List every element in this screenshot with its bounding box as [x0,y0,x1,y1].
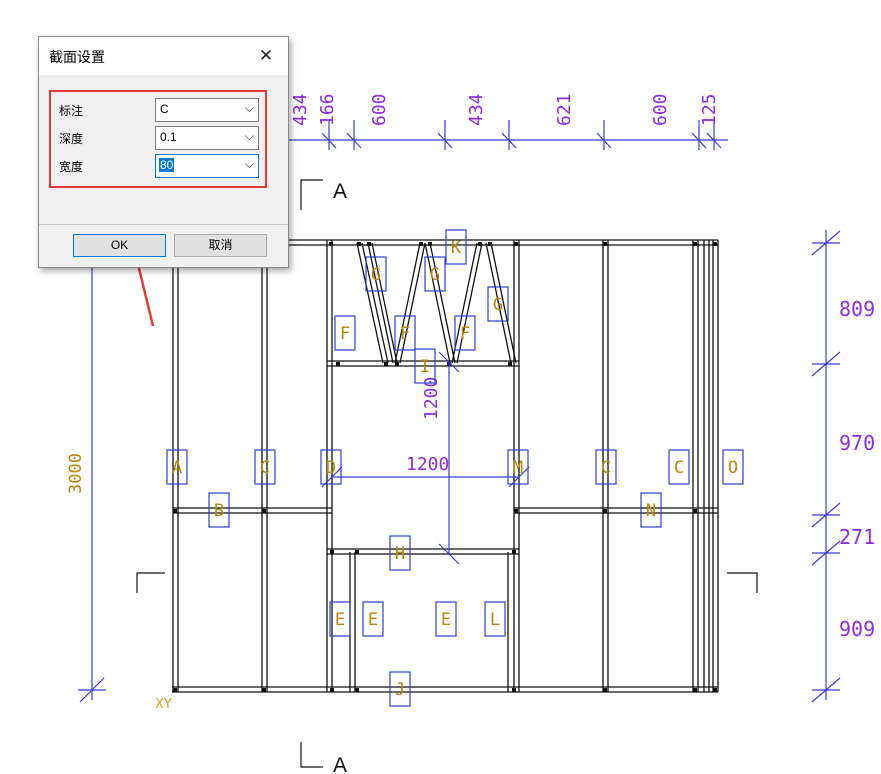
member-label: I [420,357,430,377]
ok-button[interactable]: OK [73,234,166,257]
xy-origin-label: XY [155,697,172,712]
member-label: C [674,458,684,478]
member-label: O [728,458,738,478]
section-marker-top [300,179,323,210]
member-label-box [454,315,476,351]
field-row-depth: 深度 0.1 ⌵ [59,126,259,150]
chevron-down-icon[interactable]: ⌵ [244,101,254,115]
member-label-box [394,315,416,351]
member-label-box [365,256,387,292]
dim-right-4: 909 [839,617,875,641]
member-label-box [445,229,467,265]
dim-top-4: 434 [466,93,487,126]
annotation-select[interactable]: C ⌵ [155,98,259,122]
member-label-box [595,449,617,485]
dim-inner-vertical: 1200 [421,377,442,420]
fields-highlight-box: 标注 C ⌵ 深度 0.1 ⌵ 宽度 80 ⌵ [49,90,267,188]
member-label-box [334,315,356,351]
member-label-box [424,256,446,292]
dim-left-total: 3000 [66,453,86,494]
dim-right-3: 271 [839,525,875,549]
dim-top-1: 434 [290,93,311,126]
dim-top-7: 125 [699,93,720,126]
member-label: F [460,324,470,344]
member-label-box [668,449,690,485]
width-value: 80 [159,158,175,172]
member-label-box [722,449,744,485]
dim-inner-horizontal: 1200 [406,454,449,475]
member-label-box [166,449,188,485]
member-label: C [260,458,270,478]
dim-top-2: 166 [317,93,338,126]
member-label: F [400,324,410,344]
width-select[interactable]: 80 ⌵ [155,154,259,178]
frame-structure [172,239,719,693]
dialog-title: 截面设置 [49,49,105,65]
depth-value: 0.1 [160,130,177,144]
member-label: F [340,324,350,344]
chevron-down-icon[interactable]: ⌵ [244,157,254,171]
member-label-box [389,671,411,707]
member-label-box [362,601,384,637]
dim-right-2: 970 [839,431,875,455]
member-label: C [601,458,611,478]
section-marker-bottom [300,742,323,768]
top-dimension [280,120,728,150]
depth-select[interactable]: 0.1 ⌵ [155,126,259,150]
member-label-box [389,535,411,571]
annotation-value: C [160,102,169,116]
member-label: M [513,458,523,478]
dim-top-6: 600 [650,93,671,126]
member-label-box [484,601,506,637]
member-label-box [208,492,230,528]
member-label: E [441,610,451,630]
cancel-button[interactable]: 取消 [174,234,267,257]
member-label-box [435,601,457,637]
member-label: L [490,610,500,630]
member-label: G [430,265,440,285]
member-label: N [646,501,656,521]
member-label: B [214,501,224,521]
section-label-bottom: A [333,754,347,774]
member-label-box [487,286,509,322]
member-label: G [371,265,381,285]
top-dim-values: 434 166 600 434 621 600 125 [290,93,720,126]
section-marker-right [727,572,758,593]
field-row-width: 宽度 80 ⌵ [59,154,259,178]
right-dimension [811,230,841,703]
member-label: H [395,544,405,564]
dim-top-3: 600 [369,93,390,126]
chevron-down-icon[interactable]: ⌵ [244,129,254,143]
section-label-top: A [333,180,347,203]
member-label: K [451,238,462,258]
member-label-box [507,449,529,485]
width-label: 宽度 [59,160,84,174]
member-label-box [640,492,662,528]
member-label: A [172,458,182,478]
annotation-label: 标注 [59,104,84,118]
section-settings-dialog: 截面设置 ✕ 标注 C ⌵ 深度 0.1 ⌵ 宽度 80 ⌵ OK 取消 [38,36,289,268]
member-label-box [254,449,276,485]
section-marker-left [136,572,165,593]
inner-dimension [321,351,530,565]
member-label: G [493,295,503,315]
member-label-box [320,449,342,485]
field-row-annotation: 标注 C ⌵ [59,98,259,122]
member-label: J [395,680,405,700]
depth-label: 深度 [59,132,84,146]
member-label: E [335,610,345,630]
dim-right-1: 809 [839,297,875,321]
dim-top-5: 621 [554,93,575,126]
dialog-titlebar[interactable]: 截面设置 ✕ [39,37,288,75]
member-label-box [414,348,436,384]
left-dimension [78,262,106,703]
member-label: E [368,610,378,630]
dialog-divider [39,224,288,225]
member-label: D [326,458,336,478]
member-label-box [329,601,351,637]
close-icon[interactable]: ✕ [258,46,274,65]
